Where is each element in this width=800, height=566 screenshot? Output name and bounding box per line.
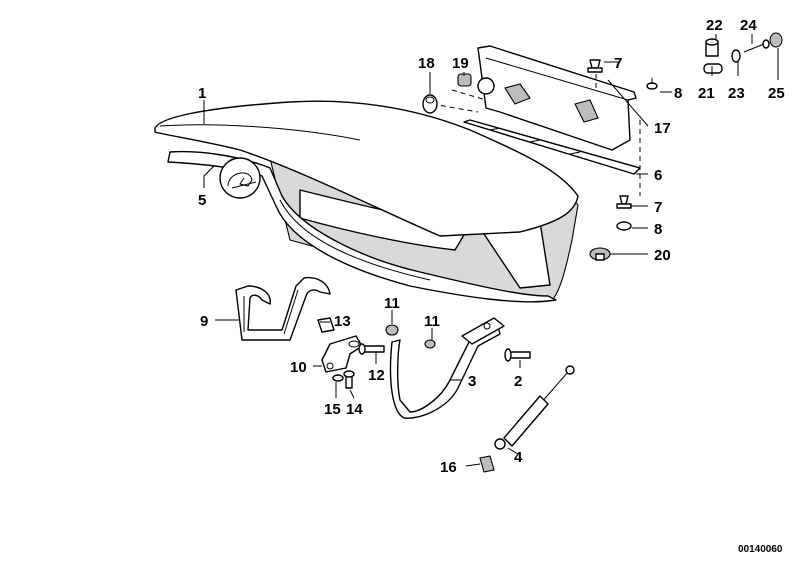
callout-labels: 1 5 18 19 7 8 17 6 7 8 20 22 24 21 23 25… [198,17,785,476]
screw-24 [743,39,770,53]
bushing-22 [705,38,719,57]
nut-11-right [424,339,436,349]
callout-2: 2 [514,373,522,390]
callout-23: 23 [728,85,745,102]
callout-25: 25 [768,85,785,102]
callout-19: 19 [452,55,469,72]
callout-18: 18 [418,55,435,72]
nut-11-left [385,324,399,336]
callout-11-left: 11 [384,295,400,312]
callout-17: 17 [654,120,671,137]
callout-9: 9 [200,313,208,330]
lid-hinge [235,276,331,341]
gas-strut [494,365,575,450]
diagram-code: 00140060 [738,544,783,555]
callout-21: 21 [698,85,715,102]
callout-1: 1 [198,85,206,102]
callout-10: 10 [290,359,307,376]
clip-16 [479,455,495,473]
bolt-12 [358,343,385,355]
callout-14: 14 [346,401,363,418]
callout-16: 16 [440,459,457,476]
callout-15: 15 [324,401,341,418]
callout-5: 5 [198,192,206,209]
lid-lock-rod [389,317,505,419]
plug-20 [589,247,611,261]
washer-23 [731,49,741,63]
trim-panel [477,45,637,151]
callout-20: 20 [654,247,671,264]
nut-25 [769,32,783,48]
callout-8-lower: 8 [654,221,662,238]
callout-24: 24 [740,17,757,34]
seal-profile-detail [219,157,261,199]
callout-22: 22 [706,17,723,34]
screw-14 [343,370,355,389]
washer-8-lower [616,221,632,231]
callout-12: 12 [368,367,385,384]
trunk-lid [154,100,579,303]
pin-21 [703,63,723,74]
expanding-rivet-7-top [587,59,603,73]
callout-3: 3 [468,373,476,390]
screw-8-top [646,78,658,90]
trunk-seal [167,150,557,303]
callout-6: 6 [654,167,662,184]
callout-11-right: 11 [424,313,440,330]
bolt-2 [504,348,531,362]
callout-13: 13 [334,313,351,330]
washer-15 [332,374,344,382]
grommet-18 [422,94,438,114]
callout-4: 4 [514,449,523,466]
expanding-rivet-7-lower [616,195,632,209]
callout-8-top: 8 [674,85,682,102]
leader-lines [203,34,779,467]
callout-7-top: 7 [614,55,622,72]
callout-7-lower: 7 [654,199,662,216]
